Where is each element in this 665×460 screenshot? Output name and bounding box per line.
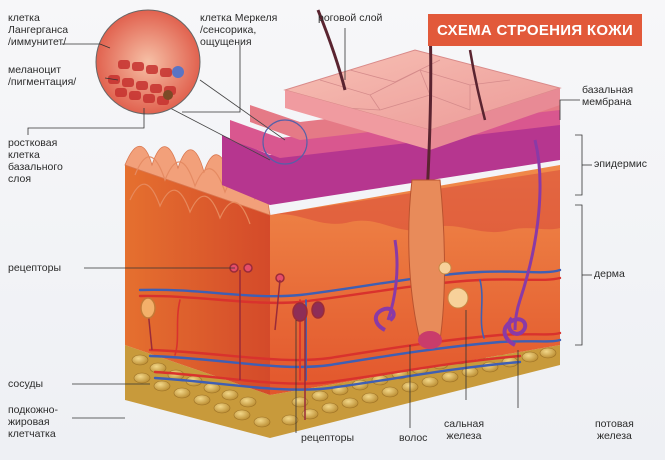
sweat-line-1: потовая <box>595 418 634 430</box>
receptors-left-label: рецепторы <box>8 262 61 274</box>
langerhans-line-3: /иммунитет/ <box>8 36 68 48</box>
sebaceous-line-1: сальная <box>444 418 484 430</box>
merkel-cell-label: клетка Меркеля /сенсорика, ощущения <box>200 12 277 48</box>
langerhans-label: клетка Лангерганса /иммунитет/ <box>8 12 68 48</box>
receptors-bottom-label: рецепторы <box>301 432 354 444</box>
dermis-label: дерма <box>594 268 625 280</box>
stratum-corneum-label: роговой слой <box>318 12 382 24</box>
sweat-line-2: железа <box>595 430 634 442</box>
hair-label: волос <box>399 432 427 444</box>
melanocyte-line-2: /пигментация/ <box>8 76 76 88</box>
germinal-cell-label: ростковая клетка базального слоя <box>8 137 63 185</box>
subcutaneous-line-2: жировая <box>8 416 58 428</box>
melanocyte-label: меланоцит /пигментация/ <box>8 64 76 88</box>
subcutaneous-line-1: подкожно- <box>8 404 58 416</box>
sebaceous-label: сальная железа <box>444 418 484 442</box>
langerhans-line-2: Лангерганса <box>8 24 68 36</box>
merkel-line-2: /сенсорика, <box>200 24 277 36</box>
basal-line-2: мембрана <box>582 96 633 108</box>
basal-line-1: базальная <box>582 84 633 96</box>
germinal-line-3: базального <box>8 161 63 173</box>
germinal-line-4: слоя <box>8 173 63 185</box>
merkel-line-1: клетка Меркеля <box>200 12 277 24</box>
merkel-line-3: ощущения <box>200 36 277 48</box>
langerhans-line-1: клетка <box>8 12 68 24</box>
subcutaneous-label: подкожно- жировая клетчатка <box>8 404 58 440</box>
sweat-gland-label: потовая железа <box>595 418 634 442</box>
germinal-line-1: ростковая <box>8 137 63 149</box>
subcutaneous-line-3: клетчатка <box>8 428 58 440</box>
germinal-line-2: клетка <box>8 149 63 161</box>
melanocyte-line-1: меланоцит <box>8 64 76 76</box>
sebaceous-line-2: железа <box>444 430 484 442</box>
basal-membrane-label: базальная мембрана <box>582 84 633 108</box>
vessels-label: сосуды <box>8 378 43 390</box>
epidermis-label: эпидермис <box>594 158 647 170</box>
diagram-title: СХЕМА СТРОЕНИЯ КОЖИ <box>428 14 642 46</box>
